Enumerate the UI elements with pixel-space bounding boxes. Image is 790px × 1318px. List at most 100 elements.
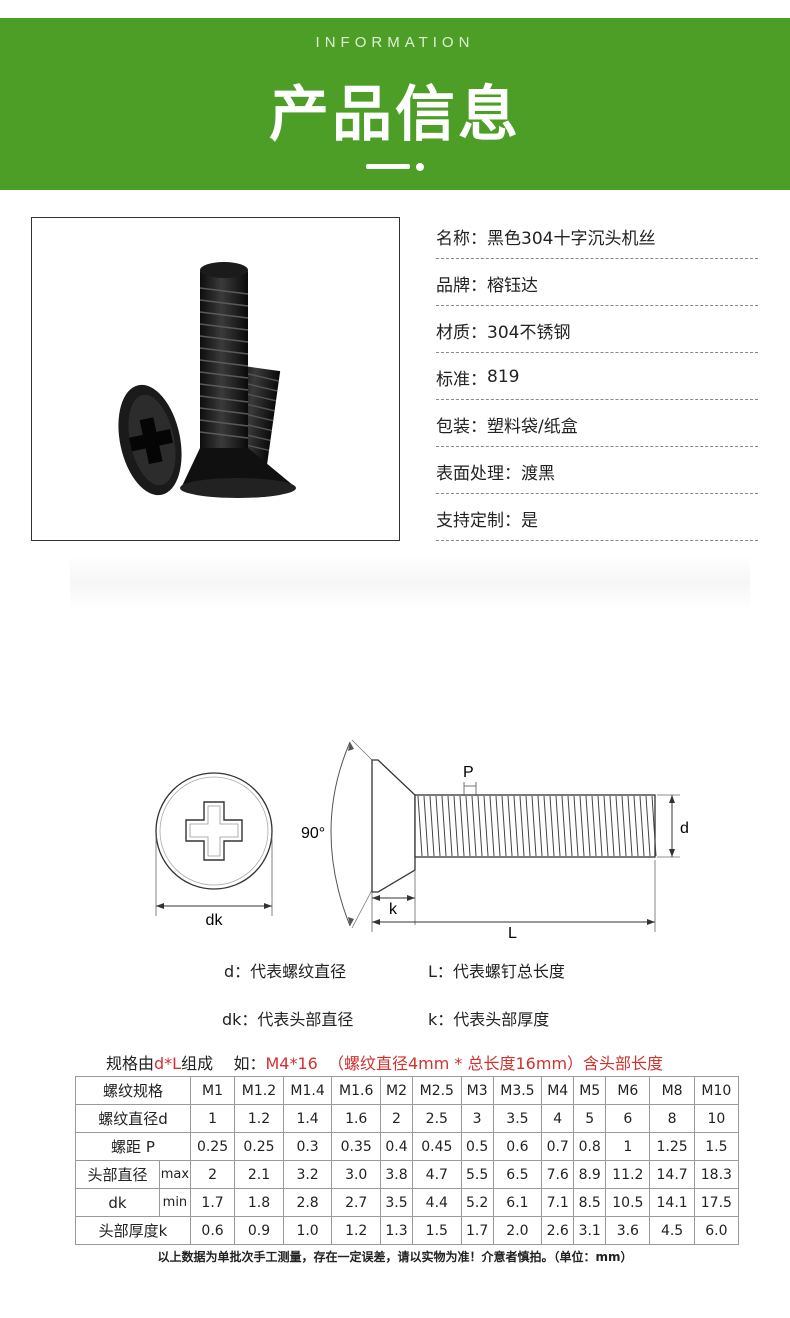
legend-k: k：代表头部厚度 — [428, 1010, 550, 1029]
thread-line — [483, 795, 489, 857]
info-row-name: 名称：黑色304十字沉头机丝 — [436, 212, 758, 259]
screw-image — [118, 262, 296, 498]
table-header-cell: M3 — [460, 1076, 494, 1105]
table-header-cell: M5 — [573, 1076, 607, 1105]
table-cell: 6.5 — [492, 1160, 543, 1189]
thread-line — [423, 795, 429, 857]
info-value: 榕钰达 — [487, 275, 538, 296]
spec-intro: 规格由d*L组成 如：M4*16 （螺纹直径4mm * 总长度16mm）含头部长… — [106, 1050, 663, 1074]
table-cell: 2.5 — [412, 1104, 462, 1133]
table-header-cell: M2 — [380, 1076, 413, 1105]
table-header-cell: M4 — [541, 1076, 575, 1105]
table-cell: 3.5 — [380, 1188, 413, 1217]
table-cell: 1 — [189, 1104, 236, 1133]
info-label: 名称： — [436, 228, 487, 249]
table-header-label: 螺纹规格 — [75, 1076, 191, 1105]
info-value: 是 — [521, 510, 538, 531]
table-cell: 14.1 — [649, 1188, 695, 1217]
table-cell: 0.45 — [412, 1132, 462, 1161]
table-cell: 5.2 — [460, 1188, 494, 1217]
table-header-cell: M1.2 — [234, 1076, 284, 1105]
table-header-cell: M10 — [693, 1076, 740, 1105]
table-cell: 2 — [189, 1160, 236, 1189]
thread-line — [621, 795, 627, 857]
thread-line — [453, 795, 459, 857]
table-cell: 6.0 — [693, 1216, 740, 1245]
table-cell: 7.1 — [541, 1188, 575, 1217]
thread-line — [555, 795, 561, 857]
info-label: 支持定制： — [436, 510, 521, 531]
thread-line — [579, 795, 585, 857]
table-cell: 0.7 — [541, 1132, 575, 1161]
table-cell: 3.5 — [492, 1104, 543, 1133]
info-label: 材质： — [436, 322, 487, 343]
thread-line — [501, 795, 507, 857]
table-cell: 1.7 — [460, 1216, 494, 1245]
thread-line — [651, 795, 657, 857]
thread-line — [531, 795, 537, 857]
measurement-note: 以上数据为单批次手工测量，存在一定误差，请以实物为准！介意者慎拍。（单位：mm） — [157, 1250, 633, 1264]
legend-L: L：代表螺钉总长度 — [428, 962, 565, 981]
thread-line — [507, 795, 513, 857]
table-cell: 1.0 — [282, 1216, 333, 1245]
spec-intro-prefix: 规格由 — [106, 1054, 155, 1073]
table-cell: 18.3 — [693, 1160, 740, 1189]
table-cell: 3.2 — [282, 1160, 333, 1189]
table-cell: 0.6 — [492, 1132, 543, 1161]
banner-dot — [416, 163, 424, 171]
row-label: 头部直径 — [75, 1160, 160, 1189]
thread-line — [417, 795, 423, 857]
thread-line — [537, 795, 543, 857]
table-cell: 2.0 — [492, 1216, 543, 1245]
thread-line — [429, 795, 435, 857]
product-photo — [31, 217, 400, 541]
header-banner: INFORMATION 产品信息 — [0, 18, 790, 190]
table-cell: 11.2 — [605, 1160, 651, 1189]
table-cell: 10.5 — [605, 1188, 651, 1217]
table-cell: 3 — [460, 1104, 494, 1133]
table-cell: 3.0 — [331, 1160, 381, 1189]
k-label: k — [389, 901, 398, 918]
table-header-cell: M1.4 — [282, 1076, 333, 1105]
thread-line — [459, 795, 465, 857]
dk-label: dk — [206, 912, 224, 929]
pitch-label: P — [463, 764, 474, 781]
table-cell: 2.6 — [541, 1216, 575, 1245]
table-cell: 4 — [541, 1104, 575, 1133]
thread-line — [633, 795, 639, 857]
table-cell: 0.3 — [282, 1132, 333, 1161]
banner-subtitle: INFORMATION — [315, 34, 475, 51]
table-cell: 3.8 — [380, 1160, 413, 1189]
table-cell: 2.7 — [331, 1188, 381, 1217]
table-header-cell: M1.6 — [331, 1076, 381, 1105]
thread-line — [645, 795, 651, 857]
thread-line — [513, 795, 519, 857]
table-cell: 6 — [605, 1104, 651, 1133]
thread-line — [435, 795, 441, 857]
thread-line — [609, 795, 615, 857]
dimension-drawing: dk 90° d P k L — [155, 739, 689, 942]
table-cell: 1.4 — [282, 1104, 333, 1133]
table-cell: 14.7 — [649, 1160, 695, 1189]
table-cell: 0.8 — [573, 1132, 607, 1161]
thread-line — [543, 795, 549, 857]
table-cell: 1.5 — [412, 1216, 462, 1245]
table-cell: 8.5 — [573, 1188, 607, 1217]
thread-line — [639, 795, 645, 857]
row-sublabel: min — [158, 1188, 191, 1217]
thread-line — [525, 795, 531, 857]
table-cell: 1.8 — [234, 1188, 284, 1217]
table-cell: 5.5 — [460, 1160, 494, 1189]
angle-label: 90° — [301, 825, 325, 842]
table-cell: 1.6 — [331, 1104, 381, 1133]
thread-line — [567, 795, 573, 857]
thread-line — [561, 795, 567, 857]
thread-line — [549, 795, 555, 857]
thread-line — [591, 795, 597, 857]
info-row-packaging: 包装：塑料袋/纸盒 — [436, 400, 758, 447]
table-cell: 1.5 — [693, 1132, 740, 1161]
